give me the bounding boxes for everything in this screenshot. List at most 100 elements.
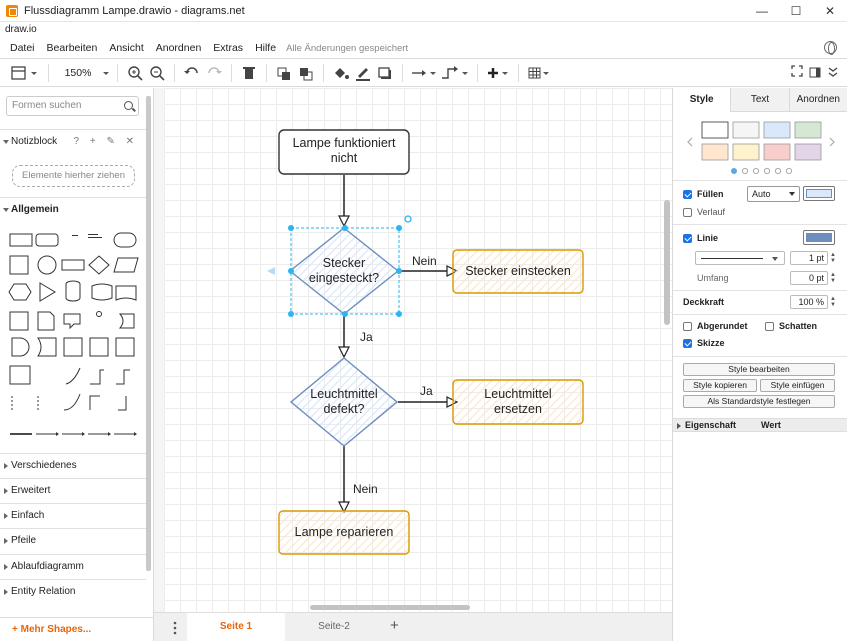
close-button[interactable]: ✕ [824, 4, 836, 18]
tab-anordnen[interactable]: Anordnen [788, 88, 847, 112]
arrowhead [446, 265, 459, 277]
style-kopieren-button[interactable]: Style kopieren [683, 379, 757, 392]
pages-menu-icon[interactable] [172, 621, 178, 635]
general-shapes-palette[interactable] [6, 226, 140, 446]
menu-ansicht[interactable]: Ansicht [109, 42, 144, 54]
fuellen-checkbox[interactable] [683, 190, 692, 199]
section-ablaufdiagramm[interactable]: Ablaufdiagramm [0, 554, 146, 578]
diagram-canvas[interactable]: Lampe funktioniert nicht Stecker eingest… [164, 88, 672, 612]
sidebar-splitter[interactable] [154, 88, 164, 641]
properties-header[interactable]: Eigenschaft Wert [673, 418, 847, 432]
line-color-icon[interactable] [352, 63, 374, 83]
page-tab-seite-1[interactable]: Seite 1 [187, 613, 285, 641]
undo-icon[interactable] [181, 63, 203, 83]
menu-anordnen[interactable]: Anordnen [155, 42, 202, 54]
section-pfeile[interactable]: Pfeile [0, 528, 146, 552]
section-allgemein[interactable]: Allgemein [0, 197, 146, 221]
tab-text[interactable]: Text [730, 88, 789, 112]
section-entity-relation[interactable]: Entity Relation [0, 579, 146, 603]
shape-bidirectional-arrow [90, 369, 104, 385]
section-notizblock[interactable]: Notizblock ? + ✎ ✕ [0, 129, 146, 153]
line-color-button[interactable] [803, 230, 835, 245]
umfang-input[interactable]: 0 pt [790, 271, 828, 285]
sidebar-scrollbar[interactable] [146, 96, 151, 571]
menu-extras[interactable]: Extras [213, 42, 244, 54]
window-title: Flussdiagramm Lampe.drawio - diagrams.ne… [24, 4, 245, 17]
collapse-icon[interactable] [827, 63, 839, 83]
swatch-yellow [732, 143, 760, 161]
insert-icon[interactable] [484, 63, 512, 83]
menu-datei[interactable]: Datei [10, 42, 35, 54]
node-action2[interactable] [452, 379, 584, 425]
abgerundet-checkbox[interactable] [683, 322, 692, 331]
deckkraft-stepper[interactable]: ▲▼ [830, 296, 836, 308]
gradient-row: Verlauf [673, 206, 847, 222]
menu-hilfe[interactable]: Hilfe [255, 42, 277, 54]
fullscreen-icon[interactable] [791, 63, 803, 83]
page-tab-seite-2[interactable]: Seite-2 [318, 621, 350, 632]
abgerundet-label: Abgerundet [697, 321, 748, 331]
node-decision2[interactable] [289, 357, 399, 447]
style-bearbeiten-button[interactable]: Style bearbeiten [683, 363, 835, 376]
maximize-button[interactable]: ☐ [790, 4, 802, 18]
tab-style[interactable]: Style [673, 88, 731, 112]
view-icon[interactable] [6, 63, 42, 83]
umfang-stepper[interactable]: ▲▼ [830, 272, 836, 284]
zoom-out-icon[interactable] [146, 63, 168, 83]
shape-search-input[interactable]: Formen suchen [6, 96, 139, 116]
zoom-in-icon[interactable] [124, 63, 146, 83]
delete-icon[interactable] [238, 63, 260, 83]
zoom-dropdown-chevron-icon[interactable] [101, 63, 111, 83]
swatch-red [763, 143, 791, 161]
shape-rounded-rectangle [35, 233, 59, 247]
section-erweitert[interactable]: Erweitert [0, 478, 146, 502]
search-icon[interactable] [124, 101, 133, 110]
verlauf-label: Verlauf [697, 207, 726, 217]
waypoint-icon[interactable] [439, 63, 471, 83]
format-tabs: Style Text Anordnen [673, 88, 847, 112]
deckkraft-input[interactable]: 100 % [790, 295, 828, 309]
menu-bearbeiten[interactable]: Bearbeiten [46, 42, 98, 54]
add-page-icon[interactable]: + [390, 617, 399, 634]
node-end[interactable] [278, 510, 410, 555]
als-standardstyle-button[interactable]: Als Standardstyle festlegen [683, 395, 835, 408]
toolbar-separator [174, 63, 175, 82]
style-einfuegen-button[interactable]: Style einfügen [760, 379, 835, 392]
line-width-input[interactable]: 1 pt [790, 251, 828, 265]
more-shapes-button[interactable]: + Mehr Shapes... [0, 617, 154, 641]
connection-icon[interactable] [409, 63, 439, 83]
table-icon[interactable] [525, 63, 553, 83]
shadow-icon[interactable] [374, 63, 396, 83]
canvas-horizontal-scrollbar[interactable] [310, 605, 470, 610]
shape-circle [37, 255, 57, 275]
line-pattern-select[interactable] [695, 251, 785, 265]
style-swatches[interactable] [673, 118, 847, 178]
toolbar-separator [518, 63, 519, 82]
selection-handles[interactable] [267, 215, 412, 317]
scratchpad-dropzone[interactable]: Elemente hierher ziehen [12, 165, 135, 187]
fill-mode-select[interactable]: Auto [747, 186, 800, 202]
shape-process [61, 259, 85, 271]
to-back-icon[interactable] [295, 63, 317, 83]
verlauf-checkbox[interactable] [683, 208, 692, 217]
linie-checkbox[interactable] [683, 234, 692, 243]
redo-icon[interactable] [203, 63, 225, 83]
node-action1[interactable] [452, 249, 584, 294]
section-verschiedenes[interactable]: Verschiedenes [0, 453, 146, 477]
line-width-stepper[interactable]: ▲▼ [830, 252, 836, 264]
format-panel-icon[interactable] [809, 63, 821, 83]
section-einfach[interactable]: Einfach [0, 503, 146, 527]
notizblock-actions[interactable]: ? + ✎ ✕ [73, 136, 138, 147]
fill-color-button[interactable] [803, 186, 835, 201]
zoom-level[interactable]: 150% [64, 66, 92, 79]
fill-color-icon[interactable] [330, 63, 352, 83]
skizze-checkbox[interactable] [683, 339, 692, 348]
skizze-label: Skizze [697, 338, 725, 348]
to-front-icon[interactable] [273, 63, 295, 83]
node-start[interactable] [278, 129, 410, 175]
language-globe-icon[interactable] [824, 41, 837, 55]
canvas-vertical-scrollbar[interactable] [664, 200, 670, 325]
expand-icon [677, 423, 681, 429]
schatten-checkbox[interactable] [765, 322, 774, 331]
minimize-button[interactable]: — [756, 4, 768, 18]
